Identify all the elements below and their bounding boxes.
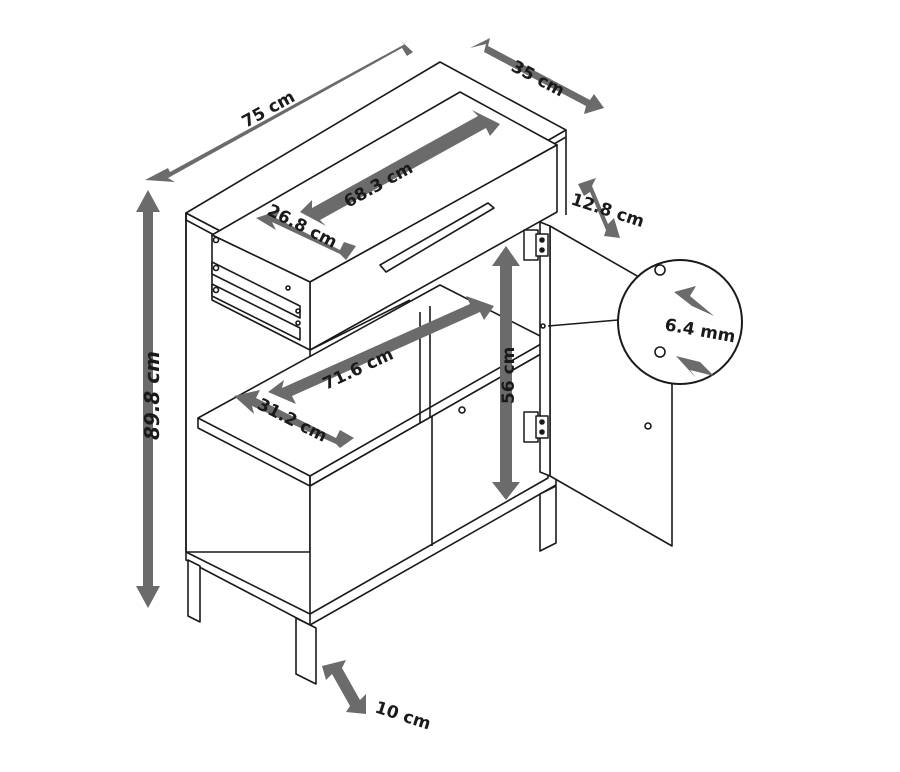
- leg-height-label: 10 cm: [372, 698, 433, 735]
- drawer-width-arrow: [300, 110, 500, 226]
- dimension-arrows: [136, 38, 714, 714]
- bottom-hinge: [523, 411, 549, 443]
- shelf-width-arrow: [268, 296, 494, 404]
- drawer: [211, 91, 558, 351]
- legs: [187, 485, 557, 685]
- hole-spacing-arrow-top: [674, 286, 714, 316]
- drawer-height-arrow: [578, 178, 620, 238]
- interior-height-label: 56 cm: [499, 347, 519, 404]
- height-total-label: 89.8 cm: [140, 351, 164, 440]
- hole-spacing-arrow-bottom: [676, 356, 714, 378]
- depth-total-arrow: [470, 38, 604, 114]
- lower-doors: [309, 349, 549, 615]
- leg-height-arrow: [322, 660, 366, 714]
- hole-detail-callout: [547, 259, 743, 385]
- height-total-arrow: [136, 190, 160, 608]
- shelf-depth-arrow: [234, 390, 354, 448]
- interior-height-arrow: [492, 246, 520, 500]
- top-hinge: [523, 229, 549, 261]
- depth-total-label: 35 cm: [508, 57, 568, 102]
- cabinet-drawing: [185, 61, 743, 685]
- drawer-depth-arrow: [256, 210, 356, 260]
- drawer-handle: [379, 202, 495, 273]
